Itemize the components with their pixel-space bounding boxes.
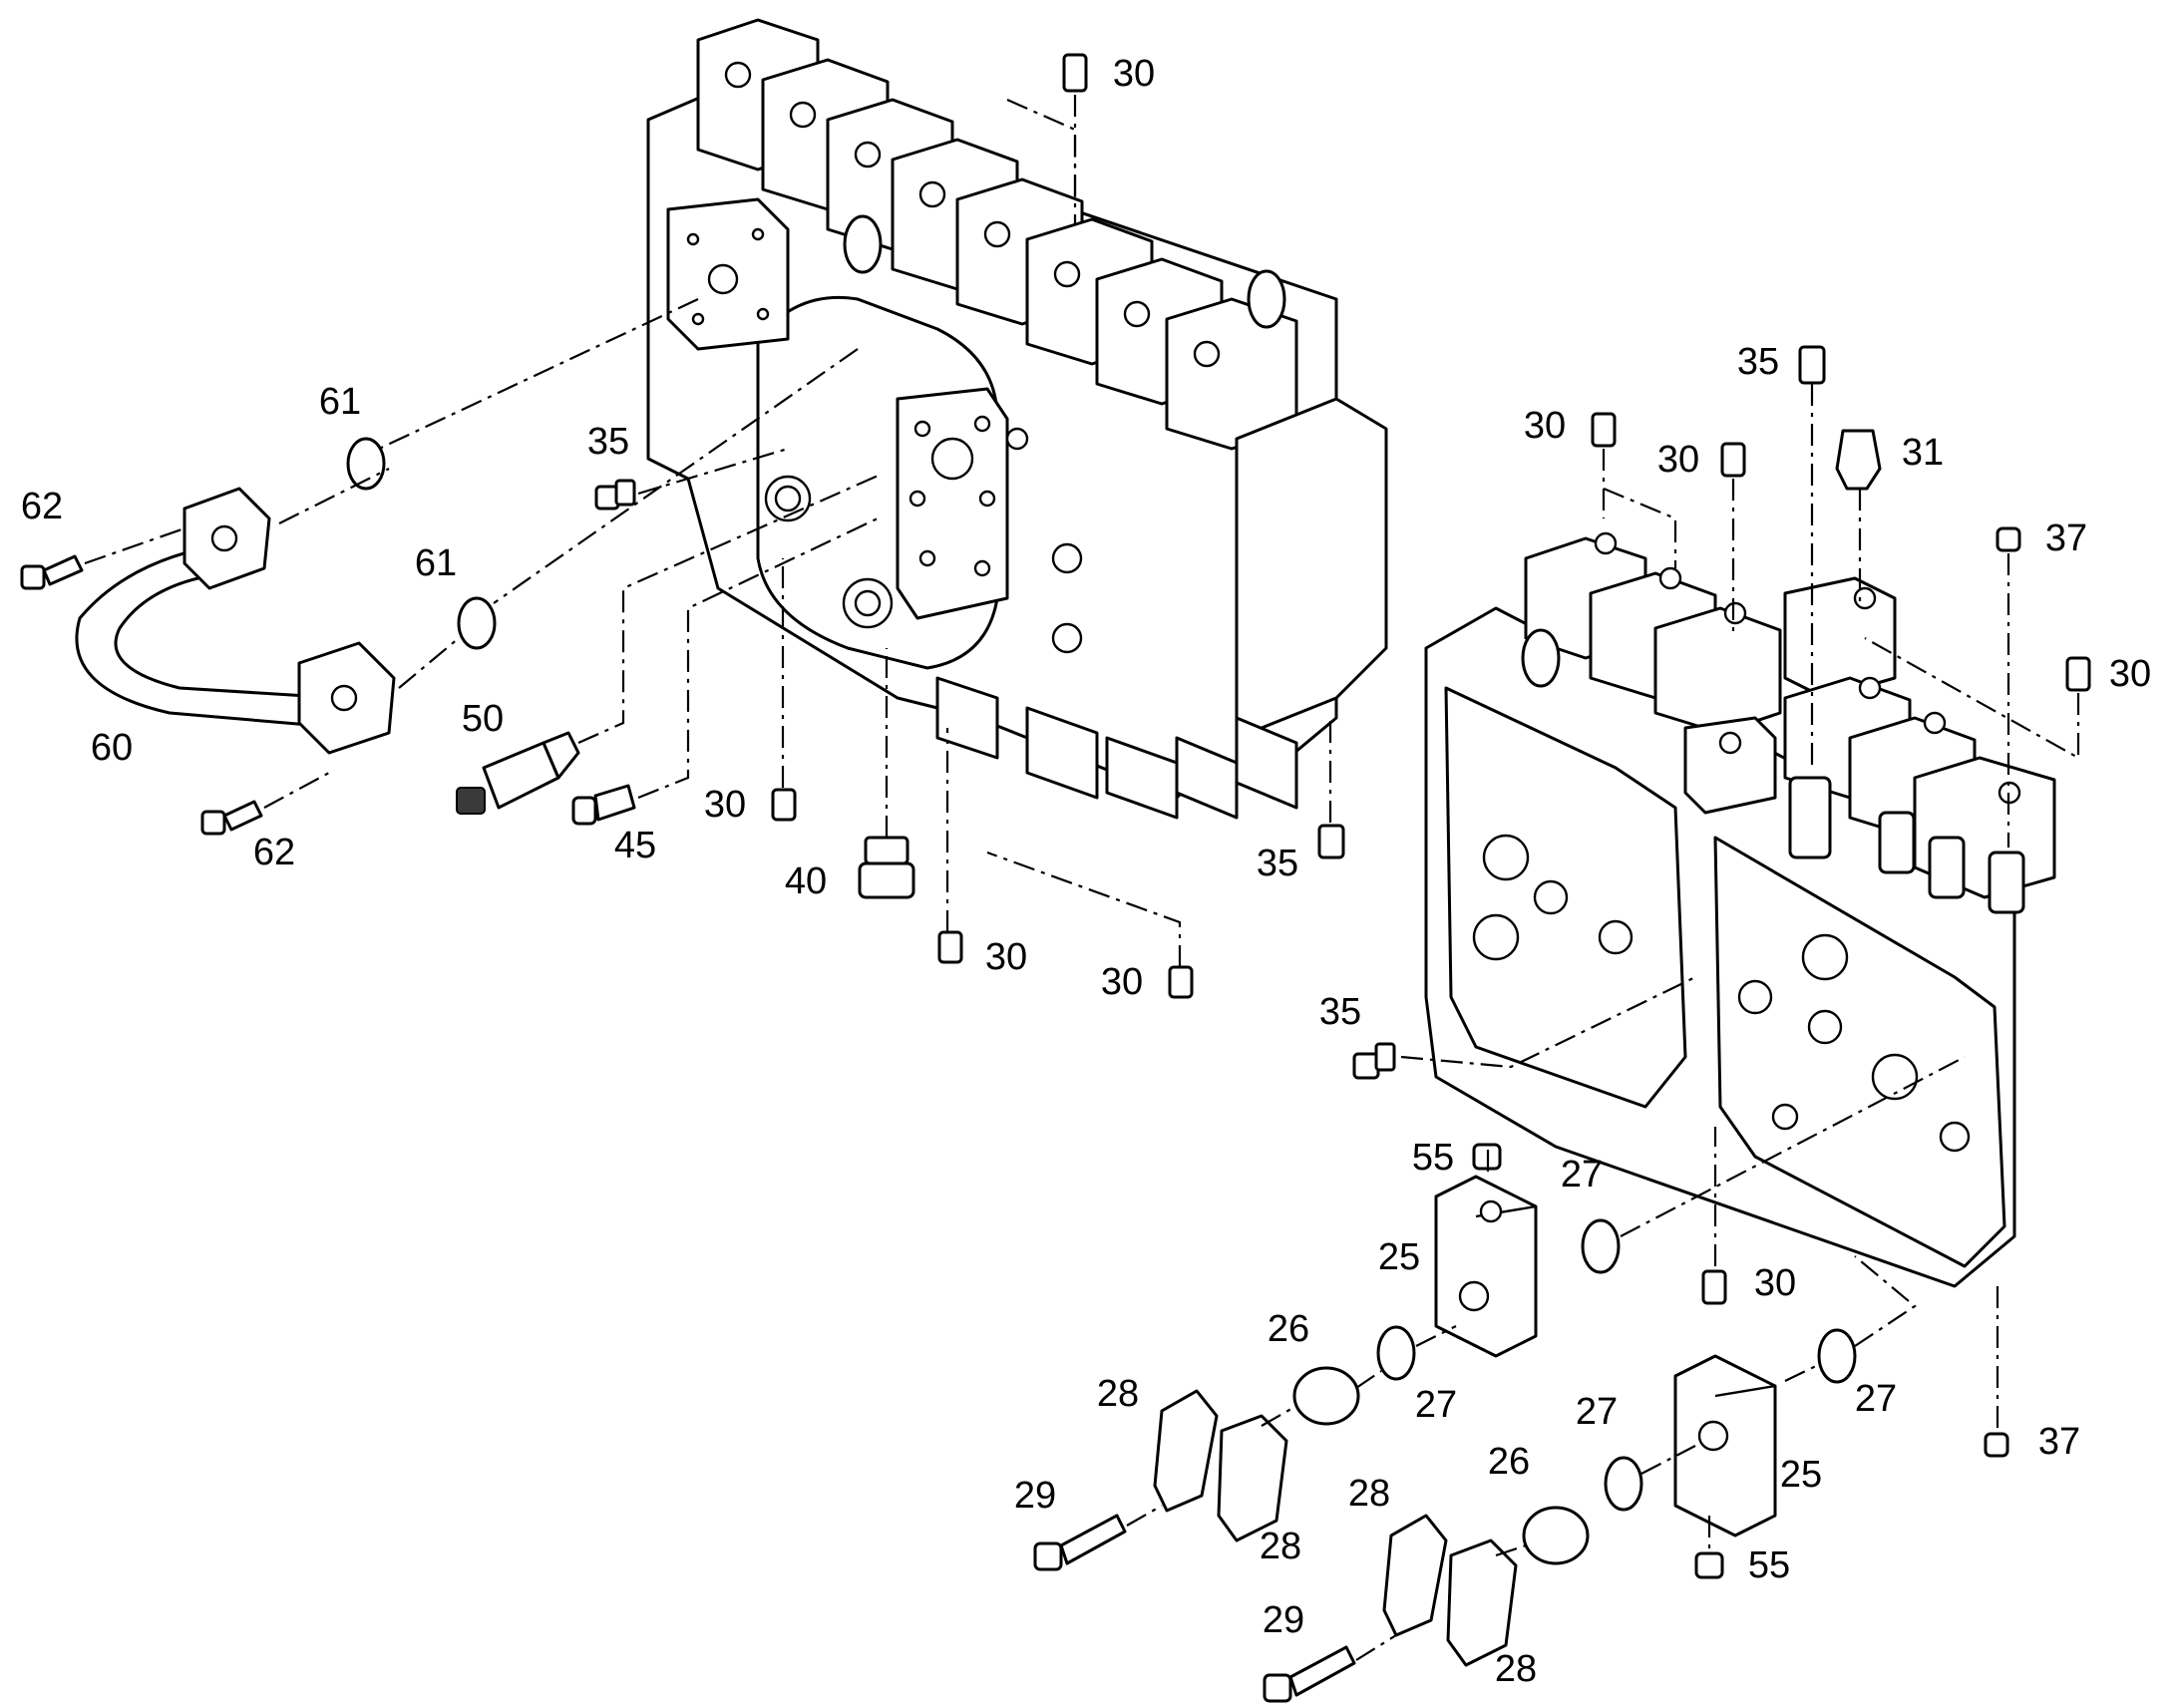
callout-30: 30 xyxy=(2109,653,2151,695)
callout-45: 45 xyxy=(614,825,656,866)
bolt-29b xyxy=(1263,1645,1356,1703)
pipe-assembly-60 xyxy=(75,487,396,755)
sensor-50 xyxy=(456,731,580,815)
fitting-35a xyxy=(594,479,636,511)
callout-30: 30 xyxy=(1524,405,1566,447)
o-ring-61b xyxy=(457,596,497,650)
bolt-62a xyxy=(20,554,84,590)
callout-30: 30 xyxy=(1657,439,1699,481)
callout-55: 55 xyxy=(1412,1137,1454,1179)
plug-40 xyxy=(858,836,915,899)
o-ring-27c xyxy=(1604,1456,1643,1512)
o-ring-27b xyxy=(1376,1325,1416,1381)
callout-35: 35 xyxy=(1737,341,1779,383)
cap-31 xyxy=(1835,429,1882,491)
bolt-62b xyxy=(200,800,263,836)
o-ring-27d xyxy=(1817,1328,1857,1384)
callout-62: 62 xyxy=(253,832,295,873)
callout-29: 29 xyxy=(1263,1599,1304,1641)
callout-28: 28 xyxy=(1097,1373,1139,1415)
right-control-valve-block xyxy=(1424,531,2056,1288)
callout-55: 55 xyxy=(1748,1544,1790,1586)
callout-27: 27 xyxy=(1855,1378,1897,1420)
plug-37b xyxy=(1984,1432,2009,1458)
callout-28: 28 xyxy=(1495,1648,1537,1690)
o-ring-27a xyxy=(1581,1218,1621,1274)
callout-37: 37 xyxy=(2038,1421,2080,1463)
callout-29: 29 xyxy=(1014,1475,1056,1517)
callout-26: 26 xyxy=(1488,1441,1530,1483)
split-flange-28a xyxy=(1153,1389,1288,1542)
callout-26: 26 xyxy=(1268,1308,1309,1350)
callout-27: 27 xyxy=(1561,1154,1603,1196)
callout-61: 61 xyxy=(319,381,361,423)
callout-27: 27 xyxy=(1415,1384,1457,1426)
disc-26a xyxy=(1292,1366,1360,1426)
o-ring-61a xyxy=(346,437,386,491)
callout-61: 61 xyxy=(415,542,457,584)
callout-35: 35 xyxy=(587,421,629,463)
bolt-29a xyxy=(1033,1514,1127,1571)
callout-40: 40 xyxy=(785,860,827,902)
callout-50: 50 xyxy=(462,698,504,740)
plug-55b xyxy=(1694,1551,1724,1579)
leader-lines xyxy=(84,95,2080,1661)
plug-37a xyxy=(1996,526,2021,552)
disc-26b xyxy=(1522,1506,1590,1565)
callout-30: 30 xyxy=(1754,1262,1796,1304)
left-control-valve-block xyxy=(646,18,1388,820)
callout-28: 28 xyxy=(1260,1526,1301,1567)
split-flange-28b xyxy=(1382,1514,1518,1667)
callout-labels: 30 61 62 35 61 60 50 62 30 45 40 30 30 3… xyxy=(21,53,2151,1690)
block-25a xyxy=(1434,1175,1538,1358)
callout-25: 25 xyxy=(1378,1236,1420,1278)
callout-35: 35 xyxy=(1257,843,1298,884)
callout-35: 35 xyxy=(1319,991,1361,1033)
callout-37: 37 xyxy=(2045,517,2087,559)
fitting-45 xyxy=(571,784,636,826)
callout-28: 28 xyxy=(1348,1473,1390,1515)
block-25b xyxy=(1673,1354,1777,1537)
callout-62: 62 xyxy=(21,486,63,527)
callout-25: 25 xyxy=(1780,1454,1822,1496)
callout-30: 30 xyxy=(704,784,746,826)
callout-60: 60 xyxy=(91,727,133,769)
callout-27: 27 xyxy=(1576,1391,1618,1433)
callout-30: 30 xyxy=(1113,53,1155,95)
callout-31: 31 xyxy=(1902,432,1944,474)
callout-30: 30 xyxy=(1101,961,1143,1003)
callout-30: 30 xyxy=(985,936,1027,978)
fittings-35b xyxy=(1317,345,1826,1080)
